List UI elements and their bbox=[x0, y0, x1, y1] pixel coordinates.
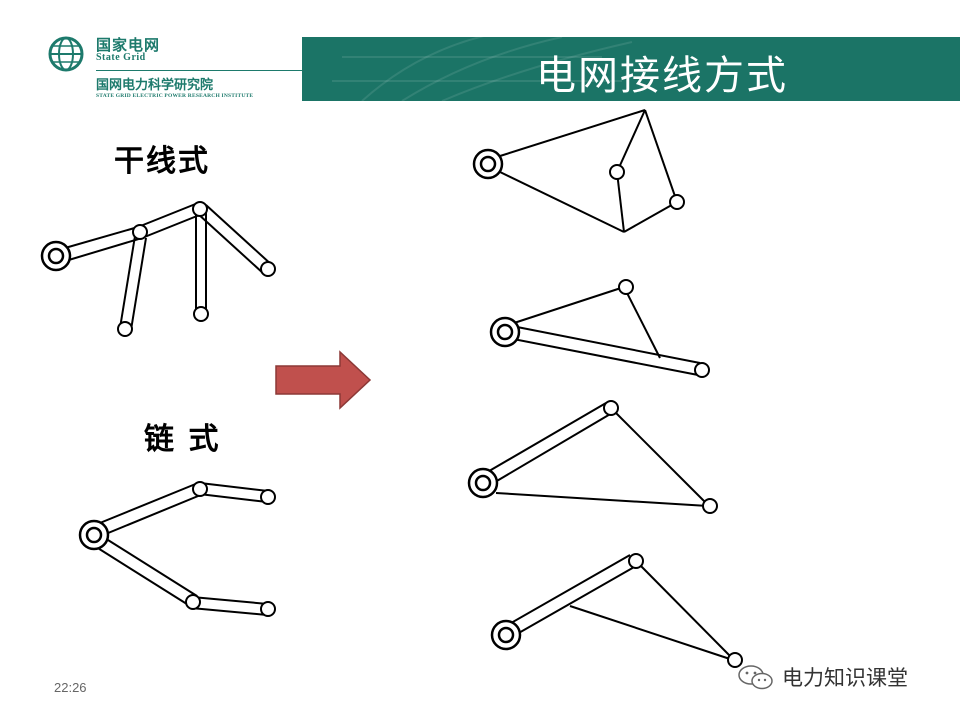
trunk-lines bbox=[57, 202, 274, 331]
logo-institute-en: STATE GRID ELECTRIC POWER RESEARCH INSTI… bbox=[96, 93, 254, 99]
banner-grid-pattern bbox=[332, 37, 633, 101]
logo-institute-cn: 国网电力科学研究院 bbox=[96, 78, 214, 93]
ring1-node bbox=[609, 164, 625, 180]
trunk-node bbox=[260, 261, 276, 277]
chain-node bbox=[260, 489, 276, 505]
chain-node bbox=[260, 601, 276, 617]
chain-node bbox=[192, 481, 208, 497]
trunk-node bbox=[192, 201, 208, 217]
label-trunk-type: 干线式 bbox=[114, 144, 210, 179]
slide-timestamp: 22:26 bbox=[54, 680, 87, 695]
ring2-source-node bbox=[489, 316, 521, 348]
title-banner: 电网接线方式 bbox=[302, 37, 960, 101]
logo-divider bbox=[96, 70, 308, 71]
ring3-node bbox=[603, 400, 619, 416]
trunk-source-node bbox=[40, 240, 72, 272]
watermark: 电力知识课堂 bbox=[736, 660, 908, 694]
watermark-text: 电力知识课堂 bbox=[782, 666, 908, 690]
logo-company-cn: 国家电网 bbox=[96, 36, 161, 54]
ring4-node bbox=[628, 553, 644, 569]
state-grid-logo: 国家电网 State Grid 国网电力科学研究院 STATE GRID ELE… bbox=[40, 30, 308, 110]
transition-arrow bbox=[275, 350, 372, 410]
ring-diagram-4 bbox=[490, 553, 743, 668]
ring3-source-node bbox=[467, 467, 499, 499]
trunk-node bbox=[132, 224, 148, 240]
label-chain-type: 链 式 bbox=[144, 422, 221, 457]
ring-diagram-2 bbox=[489, 279, 710, 378]
trunk-node bbox=[193, 306, 209, 322]
ring3-node bbox=[702, 498, 718, 514]
wechat-icon bbox=[738, 665, 773, 690]
page-title: 电网接线方式 bbox=[536, 53, 788, 99]
trunk-node bbox=[117, 321, 133, 337]
trunk-diagram bbox=[40, 201, 276, 337]
ring1-source-node bbox=[472, 148, 504, 180]
chain-node bbox=[185, 594, 201, 610]
ring4-source-node bbox=[490, 619, 522, 651]
logo-company-en: State Grid bbox=[96, 52, 146, 63]
chain-source-node bbox=[78, 519, 110, 551]
globe-icon bbox=[48, 36, 84, 72]
chain-diagram bbox=[78, 481, 276, 617]
ring1-node bbox=[669, 194, 685, 210]
ring2-node bbox=[694, 362, 710, 378]
ring-diagram-1 bbox=[472, 109, 685, 233]
ring2-node bbox=[618, 279, 634, 295]
ring-diagram-3 bbox=[467, 400, 718, 514]
